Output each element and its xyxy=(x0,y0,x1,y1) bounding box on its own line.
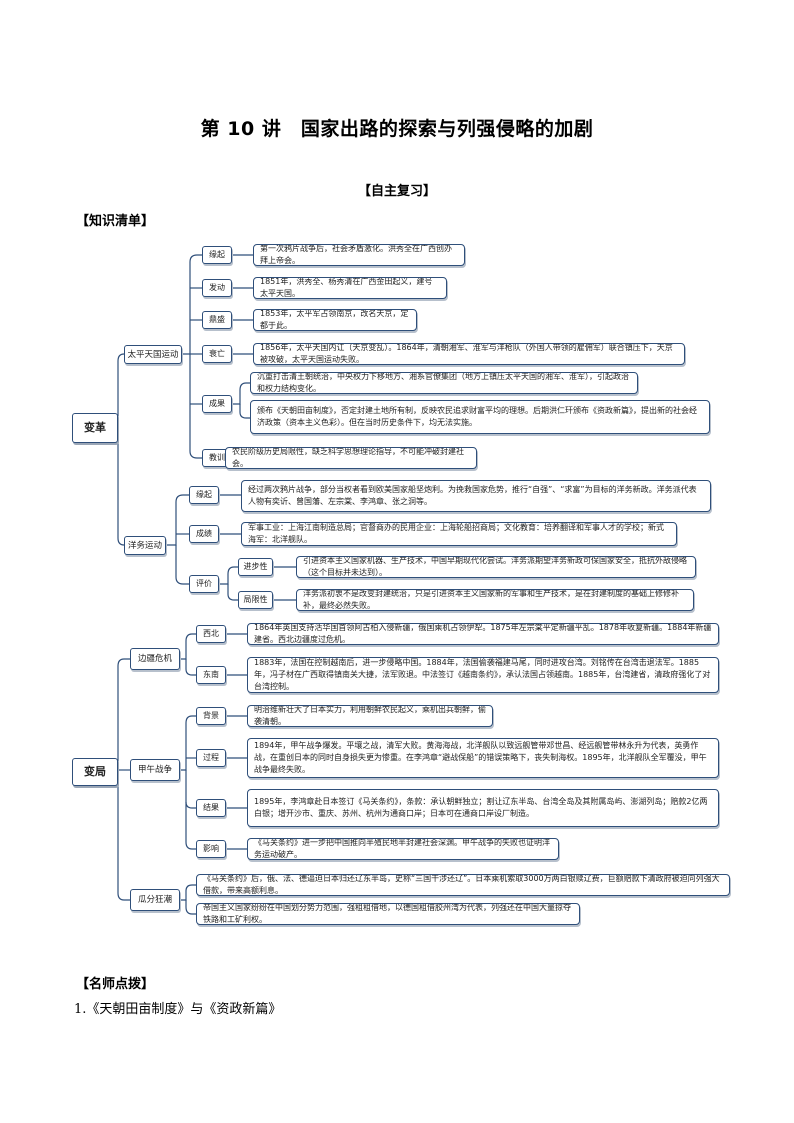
node-yangwu-pingjia: 评价 xyxy=(189,575,219,593)
leaf-jiawu-jieguo: 1895年，李鸿章赴日本签订《马关条约》，条款：承认朝鲜独立；割让辽东半岛、台湾… xyxy=(247,789,719,827)
leaf-taiping-jiaoxun: 农民阶级历史局限性，缺乏科学思想理论指导，不可能冲破封建社会。 xyxy=(225,447,477,469)
node-taiping: 太平天国运动 xyxy=(124,345,182,364)
leaf-yangwu-jinbu: 引进资本主义国家机器、生产技术，中国早期现代化尝试。洋务派期望洋务新政可保国家安… xyxy=(296,556,696,578)
node-bianjiang-xibei: 西北 xyxy=(196,625,226,643)
section-heading-tips: 【名师点拨】 xyxy=(76,977,155,992)
node-jiawu-guocheng: 过程 xyxy=(196,749,226,767)
leaf-taiping-yuanqi: 第一次鸦片战争后，社会矛盾激化。洪秀全在广西创办拜上帝会。 xyxy=(253,244,465,266)
leaf-yangwu-chengji: 军事工业：上海江南制造总局；官督商办的民用企业：上海轮船招商局；文化教育：培养翻… xyxy=(241,522,677,546)
leaf-taiping-fadong: 1851年，洪秀全、杨秀清在广西金田起义，建号太平天国。 xyxy=(253,277,447,299)
node-jiawu-yingxiang: 影响 xyxy=(196,840,226,858)
leaf-jiawu-beijing: 明治维新壮大了日本实力，利用朝鲜农民起义，乘机出兵朝鲜，偷袭清朝。 xyxy=(247,705,493,727)
tips-item-1: 1.《天朝田亩制度》与《资政新篇》 xyxy=(74,1002,282,1017)
leaf-bianjiang-dongnan: 1883年，法国在控制越南后，进一步侵略中国。1884年，法国偷袭福建马尾，同时… xyxy=(247,657,719,693)
page-title: 第 10 讲 国家出路的探索与列强侵略的加剧 xyxy=(200,118,594,140)
node-jiawu-beijing: 背景 xyxy=(196,707,226,725)
node-taiping-yuanqi: 缘起 xyxy=(202,246,232,264)
node-taiping-fadong: 发动 xyxy=(202,279,232,297)
leaf-yangwu-juxian: 洋务派初衷不是改变封建统治，只是引进资本主义国家新的军事和生产技术，是在封建制度… xyxy=(296,589,694,611)
node-yangwu-jinbu: 进步性 xyxy=(238,558,273,576)
section-subtitle: 【自主复习】 xyxy=(357,184,436,199)
node-jiawu: 甲午战争 xyxy=(130,759,180,781)
leaf-bianjiang-xibei: 1864年英国支持活华国首领阿古柏入侵新疆，俄国乘机占领伊犁。1875年左宗棠平… xyxy=(247,623,719,645)
node-jiawu-jieguo: 结果 xyxy=(196,799,226,817)
mindmap-root-biange: 变革 xyxy=(72,413,118,443)
node-yangwu-yuanqi: 缘起 xyxy=(189,486,219,504)
leaf-taiping-shuaiwang: 1856年，太平天国内讧（天京变乱）。1864年，清朝湘军、淮军与洋枪队（外国人… xyxy=(253,343,685,365)
node-yangwu-chengji: 成绩 xyxy=(189,525,219,543)
node-taiping-chengguo: 成果 xyxy=(202,395,232,413)
mindmap-root-bianju: 变局 xyxy=(72,758,118,786)
leaf-taiping-chengguo-1: 沉重打击清王朝统治，中央权力下移地方、湘系官僚集团（地方上镇压太平天国的湘军、淮… xyxy=(250,372,638,394)
node-taiping-shuaiwang: 衰亡 xyxy=(202,345,232,363)
section-heading-knowledge: 【知识清单】 xyxy=(76,214,155,229)
leaf-taiping-dingsheng: 1853年，太平军占领南京，改名天京，定都于此。 xyxy=(253,309,417,331)
node-taiping-dingsheng: 鼎盛 xyxy=(202,311,232,329)
node-guafen: 瓜分狂潮 xyxy=(130,889,180,911)
node-yangwu: 洋务运动 xyxy=(124,536,166,555)
leaf-jiawu-guocheng: 1894年，甲午战争爆发。平壤之战，清军大败。黄海海战，北洋舰队以致远舰管带邓世… xyxy=(247,738,719,778)
leaf-yangwu-yuanqi: 经过两次鸦片战争，部分当权者看到欧美国家船坚炮利。为挽救国家危势，推行“自强”、… xyxy=(241,480,711,512)
leaf-guafen-2: 帝国主义国家纷纷在中国划分势力范围，强租租借地，以德国租借胶州湾为代表，列强还在… xyxy=(196,903,580,925)
leaf-jiawu-yingxiang: 《马关条约》进一步把中国推向半殖民地半封建社会深渊。甲午战争的失败也证明洋务运动… xyxy=(247,838,559,860)
node-yangwu-juxian: 局限性 xyxy=(238,591,273,609)
leaf-taiping-chengguo-2: 颁布《天朝田亩制度》，否定封建土地所有制，反映农民追求财富平均的理想。后期洪仁玕… xyxy=(250,400,710,434)
leaf-guafen-1: 《马关条约》后，俄、法、德逼迫日本归还辽东半岛，史称“三国干涉还辽”。日本乘机索… xyxy=(196,874,730,896)
node-bianjiang-dongnan: 东南 xyxy=(196,666,226,684)
node-bianjiang: 边疆危机 xyxy=(130,648,180,670)
